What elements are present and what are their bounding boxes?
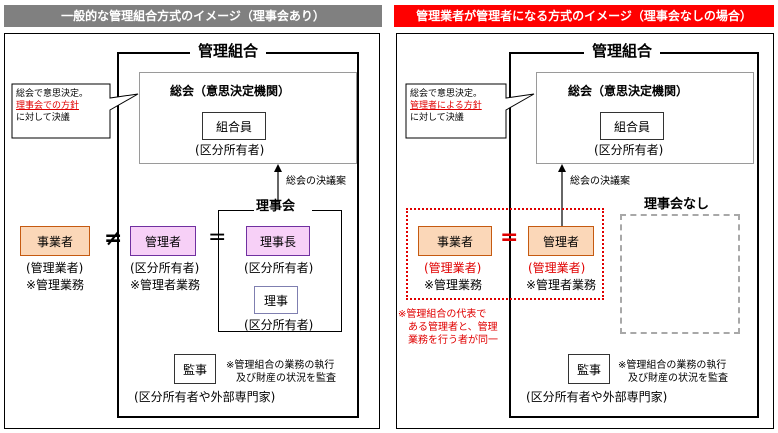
right-kanji-sub: (区分所有者や外部専門家): [526, 390, 668, 404]
left-resolution-arrow: [274, 164, 282, 200]
left-panel-title: 一般的な管理組合方式のイメージ（理事会あり）: [4, 5, 382, 27]
right-panel-title: 管理業者が管理者になる方式のイメージ（理事会なしの場合）: [394, 5, 774, 27]
left-jigyosha-box: 事業者: [20, 226, 90, 256]
right-member-box: 組合員: [600, 112, 664, 140]
left-callout-text: 総会で意思決定。 理事会での方針 に対して決議: [16, 89, 89, 123]
right-same-person-frame: [406, 208, 604, 300]
left-kanji-sub: (区分所有者や外部専門家): [134, 390, 276, 404]
right-callout-text: 総会で意思決定。 管理者による方針 に対して決議: [410, 89, 483, 123]
right-soukai-box: [536, 72, 754, 164]
right-kumiai-label: 管理組合: [584, 42, 661, 60]
left-jigyosha-sub1: (管理業者): [26, 261, 84, 275]
left-not-equal: ≠: [104, 226, 123, 251]
left-resolution-label: 総会の決議案: [286, 176, 346, 187]
left-kumiai-label: 管理組合: [190, 42, 267, 60]
left-riji-sub: (区分所有者): [244, 318, 314, 332]
left-member-sub: (区分所有者): [195, 143, 265, 157]
left-kanrisha-sub2: ※管理者業務: [130, 278, 201, 292]
left-soukai-box: [139, 72, 357, 164]
left-callout-bubble: [11, 83, 139, 139]
left-riji-box: 理事: [254, 286, 298, 314]
left-rijikai-frame: [218, 210, 342, 332]
right-no-rijikai-box: [620, 214, 740, 334]
right-equal: =: [500, 225, 519, 250]
left-kanji-note1: ※管理組合の業務の執行: [226, 360, 335, 371]
right-kanji-note1: ※管理組合の業務の執行: [618, 360, 727, 371]
right-panel: [396, 33, 774, 429]
right-soukai-heading: 総会（意思決定機関）: [568, 84, 689, 98]
right-jigyosha-box: 事業者: [418, 226, 492, 256]
left-soukai-heading: 総会（意思決定機関）: [170, 84, 291, 98]
right-kanji-note2: 及び財産の状況を監査: [628, 373, 728, 384]
left-panel: [4, 33, 380, 429]
right-kanrisha-sub1: (管理業者): [528, 261, 586, 275]
right-kanrisha-box: 管理者: [528, 226, 594, 256]
left-kanji-note2: 及び財産の状況を監査: [236, 373, 336, 384]
right-kanji-box: 監事: [568, 354, 610, 384]
left-rijicho-box: 理事長: [246, 226, 310, 256]
left-kanrisha-sub1: (区分所有者): [130, 261, 200, 275]
right-member-sub: (区分所有者): [594, 143, 664, 157]
left-rijikai-top-right: [312, 210, 342, 211]
right-resolution-arrow: [558, 164, 566, 226]
left-equal: =: [208, 225, 227, 250]
left-kanrisha-box: 管理者: [130, 226, 196, 256]
left-rijikai-top-left: [218, 210, 254, 211]
left-rijikai-label: 理事会: [256, 199, 296, 214]
right-jigyosha-sub2: ※管理業務: [424, 278, 483, 292]
right-jigyosha-sub1: (管理業者): [424, 261, 482, 275]
left-rijicho-sub: (区分所有者): [244, 261, 314, 275]
right-kanrisha-sub2: ※管理者業務: [526, 278, 597, 292]
left-member-box: 組合員: [202, 112, 266, 140]
left-jigyosha-sub2: ※管理業務: [26, 278, 85, 292]
left-kanji-box: 監事: [174, 354, 216, 384]
right-red-note: ※管理組合の代表で ある管理者と、管理 業務を行う者が同一: [398, 309, 498, 346]
right-callout-bubble: [405, 83, 535, 139]
right-resolution-label: 総会の決議案: [570, 176, 630, 187]
right-no-rijikai-label: 理事会なし: [644, 197, 710, 212]
